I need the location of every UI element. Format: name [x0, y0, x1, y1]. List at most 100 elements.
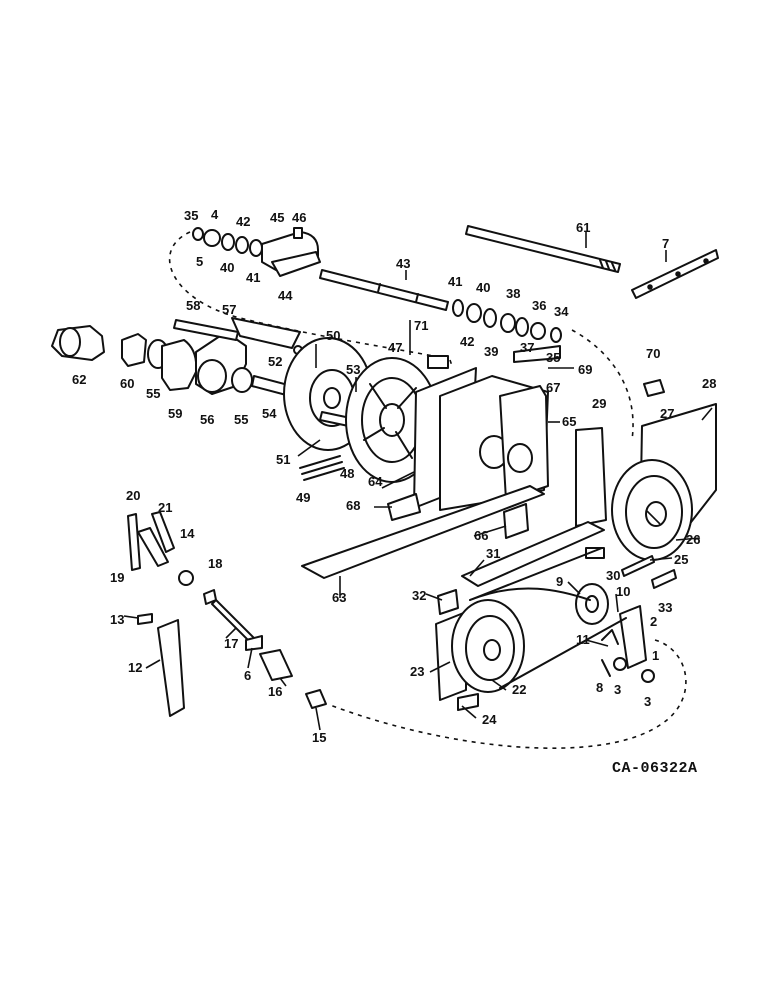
- callout-65: 65: [562, 414, 576, 429]
- callout-3b: 3: [644, 694, 651, 709]
- callout-54: 54: [262, 406, 277, 421]
- callout-15: 15: [312, 730, 326, 745]
- callout-51: 51: [276, 452, 290, 467]
- callout-56: 56: [200, 412, 214, 427]
- callout-27: 27: [660, 406, 674, 421]
- callout-44: 44: [278, 288, 293, 303]
- callout-5: 5: [196, 254, 203, 269]
- callout-71: 71: [414, 318, 428, 333]
- callout-23: 23: [410, 664, 424, 679]
- callout-14: 14: [180, 526, 195, 541]
- callout-17: 17: [224, 636, 238, 651]
- callout-16: 16: [268, 684, 282, 699]
- callout-38: 38: [506, 286, 520, 301]
- group-outline: [168, 231, 687, 749]
- middle-shaft: [319, 269, 449, 311]
- left-hub-assembly: [51, 317, 303, 397]
- callout-13: 13: [110, 612, 124, 627]
- callout-43: 43: [396, 256, 410, 271]
- callout-68: 68: [346, 498, 360, 513]
- callout-70: 70: [646, 346, 660, 361]
- callout-10: 10: [616, 584, 630, 599]
- sleeve-30: [585, 547, 605, 559]
- callout-46: 46: [292, 210, 306, 225]
- callout-39: 39: [484, 344, 498, 359]
- callout-42: 42: [236, 214, 250, 229]
- callout-47: 47: [388, 340, 402, 355]
- callout-21: 21: [158, 500, 172, 515]
- bracket-66: [503, 503, 529, 539]
- callout-49: 49: [296, 490, 310, 505]
- upright-29: [575, 427, 607, 527]
- bearing-stack-top: [192, 227, 321, 277]
- callout-18: 18: [208, 556, 222, 571]
- callout-22: 22: [512, 682, 526, 697]
- callout-41: 41: [246, 270, 260, 285]
- lower-pulley-assembly: [435, 587, 591, 711]
- callout-61: 61: [576, 220, 590, 235]
- callout-62: 62: [72, 372, 86, 387]
- tag-plate-71: [427, 355, 449, 369]
- bracket-68: [387, 493, 421, 521]
- drive-belt: [469, 547, 627, 689]
- callout-40b: 40: [476, 280, 490, 295]
- callout-59: 59: [168, 406, 182, 421]
- callout-12: 12: [128, 660, 142, 675]
- callout-25: 25: [674, 552, 688, 567]
- callout-63: 63: [332, 590, 346, 605]
- callout-33: 33: [658, 600, 672, 615]
- callout-35b: 35: [546, 350, 560, 365]
- callout-41b: 41: [448, 274, 462, 289]
- channel-31: [461, 521, 605, 587]
- callout-48: 48: [340, 466, 354, 481]
- callout-57: 57: [222, 302, 236, 317]
- callout-28: 28: [702, 376, 716, 391]
- callout-1: 1: [652, 648, 659, 663]
- idler-assembly: [575, 583, 655, 683]
- callout-36: 36: [532, 298, 546, 313]
- callout-35: 35: [184, 208, 198, 223]
- callout-55: 55: [146, 386, 160, 401]
- callout-20: 20: [126, 488, 140, 503]
- callout-55b: 55: [234, 412, 248, 427]
- callout-2: 2: [650, 614, 657, 629]
- belt-segment-25: [621, 555, 655, 577]
- callout-37: 37: [520, 340, 534, 355]
- linkage-assembly: [127, 511, 327, 717]
- tag-plate-70: [643, 379, 665, 397]
- callout-40: 40: [220, 260, 234, 275]
- callout-31: 31: [486, 546, 500, 561]
- callout-52: 52: [268, 354, 282, 369]
- bearing-stack-right: [452, 299, 562, 363]
- callout-9: 9: [556, 574, 563, 589]
- callout-66: 66: [474, 528, 488, 543]
- callout-34: 34: [554, 304, 569, 319]
- callout-67: 67: [546, 380, 560, 395]
- callout-60: 60: [120, 376, 134, 391]
- callout-19: 19: [110, 570, 124, 585]
- callout-6: 6: [244, 668, 251, 683]
- callout-26: 26: [686, 532, 700, 547]
- callout-69: 69: [578, 362, 592, 377]
- callout-32: 32: [412, 588, 426, 603]
- callout-labels: 1 2 3 3 4 5 6 7 8 9 10 11 12 13 14 15 16…: [72, 207, 716, 745]
- callout-42b: 42: [460, 334, 474, 349]
- clip-33: [651, 569, 677, 589]
- callout-29: 29: [592, 396, 606, 411]
- callout-45: 45: [270, 210, 284, 225]
- callout-53: 53: [346, 362, 360, 377]
- callout-64: 64: [368, 474, 383, 489]
- leader-lines: [123, 232, 713, 731]
- callout-3: 3: [614, 682, 621, 697]
- callout-11: 11: [576, 632, 590, 647]
- long-shaft: [465, 225, 621, 273]
- channel-63: [301, 485, 545, 579]
- callout-50: 50: [326, 328, 340, 343]
- callout-8: 8: [596, 680, 603, 695]
- flat-bar: [631, 249, 719, 299]
- belt-guard-and-pulley: [611, 403, 717, 561]
- callout-7: 7: [662, 236, 669, 251]
- drawing-code: CA-06322A: [612, 760, 698, 777]
- frame-plates: [413, 367, 549, 511]
